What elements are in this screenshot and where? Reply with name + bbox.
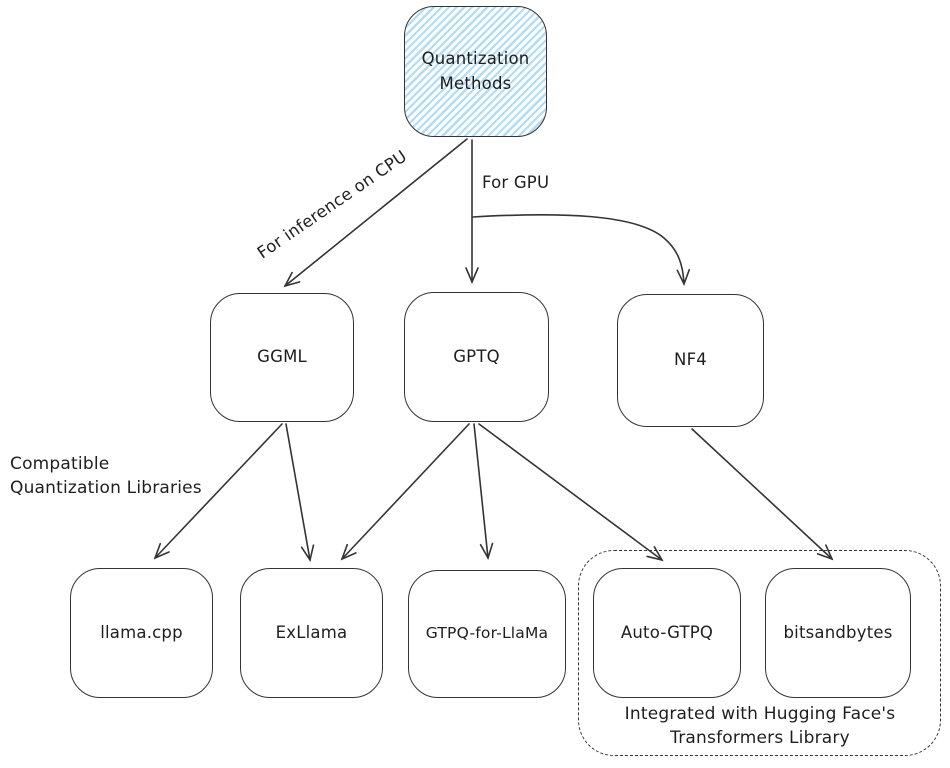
node-ggml-label: GGML (257, 347, 307, 367)
node-exllama-label: ExLlama (275, 622, 348, 642)
huggingface-transformers-note: Integrated with Hugging Face's Transform… (624, 704, 896, 749)
edge-gptq-to-auto-gtpq (478, 423, 664, 562)
node-quantization-methods-label: Quantization Methods (421, 48, 530, 93)
edge-gptq-to-gtpq-for-llama (473, 423, 494, 561)
node-nf4: NF4 (617, 294, 764, 427)
huggingface-integration-group (578, 550, 941, 756)
node-exllama: ExLlama (240, 568, 383, 698)
edge-label-for-gpu: For GPU (482, 173, 550, 192)
edge-ggml-to-llama-cpp (153, 423, 283, 560)
node-llama-cpp-label: llama.cpp (100, 622, 183, 642)
compatible-quantization-libraries-note: Compatible Quantization Libraries (10, 454, 202, 499)
edge-ggml-to-exllama (285, 423, 315, 562)
edge-gptq-to-exllama (340, 423, 470, 561)
node-bitsandbytes: bitsandbytes (765, 568, 911, 698)
node-gptq: GPTQ (404, 292, 549, 422)
node-auto-gtpq: Auto-GTPQ (593, 568, 741, 698)
node-nf4-label: NF4 (674, 350, 707, 370)
edge-quantization-methods-to-nf4 (472, 213, 691, 287)
node-auto-gtpq-label: Auto-GTPQ (620, 622, 714, 642)
node-llama-cpp: llama.cpp (70, 568, 213, 698)
edge-nf4-to-bitsandbytes (691, 428, 834, 561)
node-quantization-methods: Quantization Methods (404, 6, 547, 137)
node-bitsandbytes-label: bitsandbytes (783, 622, 893, 642)
node-gtpq-for-llama: GTPQ-for-LlaMa (408, 570, 566, 698)
node-gptq-label: GPTQ (453, 346, 500, 366)
node-ggml: GGML (210, 293, 354, 422)
edge-quantization-methods-to-ggml (283, 138, 468, 288)
node-gtpq-for-llama-label: GTPQ-for-LlaMa (425, 624, 549, 643)
